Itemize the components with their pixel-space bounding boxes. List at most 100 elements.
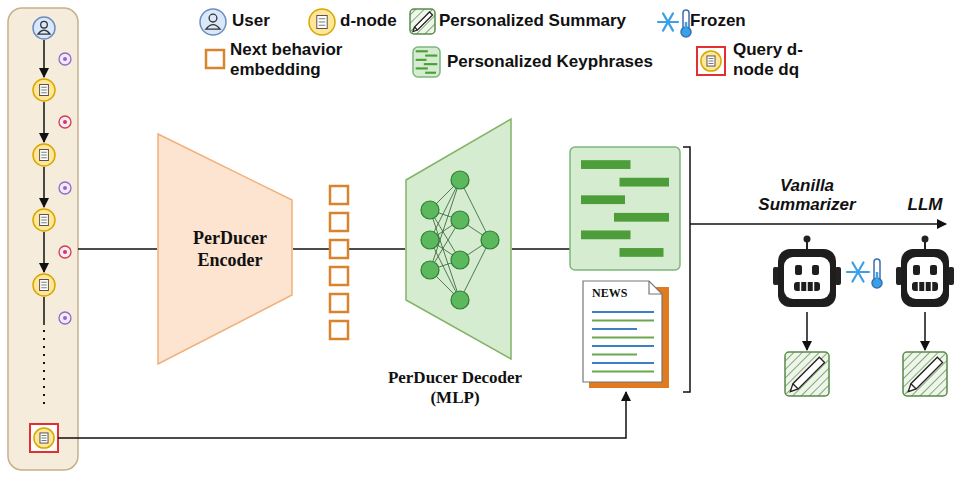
d-node-doc-line <box>41 87 47 88</box>
bracket-output-line <box>690 223 946 225</box>
d-node-icon <box>33 144 55 166</box>
keyphrase-bar <box>425 72 436 74</box>
d-node-doc <box>40 280 49 291</box>
robot-model: LLM <box>895 235 955 311</box>
robot-antenna-tip <box>804 236 811 243</box>
robot-tooth <box>918 282 920 291</box>
d-node-doc-line <box>41 90 47 91</box>
sequence-arrow <box>43 102 45 142</box>
robot-eye <box>795 265 802 275</box>
legend-label: Personalized Keyphrases <box>447 52 687 72</box>
keyphrase-box <box>413 47 440 77</box>
query-line <box>58 392 626 438</box>
sequence-dots <box>43 330 45 405</box>
d-node-doc-line <box>41 440 46 441</box>
user-head <box>41 21 48 28</box>
robot-tooth <box>924 282 926 291</box>
embedding-icon <box>206 50 224 68</box>
robot-mouth <box>912 282 938 291</box>
d-node-doc <box>40 433 48 443</box>
keyphrase-bar <box>416 59 427 61</box>
pencil <box>908 357 942 391</box>
robot-tooth <box>806 282 808 291</box>
legend-label: Query d-node dq <box>733 40 833 81</box>
document-text-line <box>592 354 637 356</box>
thermometer-level <box>876 272 879 283</box>
d-node-doc-line <box>41 435 46 436</box>
robot-tooth <box>813 282 815 291</box>
mlp-neuron <box>451 171 469 189</box>
embedding-square <box>330 186 348 204</box>
encoder-trapezoid: PerDucer Encoder <box>157 133 293 365</box>
robot-eye <box>812 265 819 275</box>
node-shape <box>772 235 842 311</box>
d-node-doc-line <box>319 22 326 23</box>
robot-head <box>901 249 949 307</box>
robot-tooth <box>931 282 933 291</box>
decoder-trapezoid: PerDucer Decoder (MLP) <box>405 118 512 360</box>
d-node-doc-line <box>41 222 47 223</box>
document-text-line <box>592 345 654 347</box>
node-shape <box>405 118 512 360</box>
d-node-doc-line <box>41 92 47 93</box>
d-node-doc-line <box>41 155 47 156</box>
module-label: PerDucer Encoder <box>175 227 285 272</box>
d-node-doc <box>40 150 49 161</box>
thermometer-level <box>685 22 688 32</box>
user-icon <box>200 9 226 35</box>
d-node-doc-line <box>41 282 47 283</box>
model-label: PerDucer Decoder (MLP) <box>367 368 543 409</box>
keyphrase-bar <box>424 63 438 65</box>
d-node-doc-line <box>708 63 713 64</box>
legend-label: Personalized Summary <box>439 11 654 31</box>
behavior-icon <box>59 246 71 258</box>
embedding-square <box>330 294 348 312</box>
user-body <box>206 25 220 30</box>
keyphrase-bar <box>620 248 664 257</box>
d-node-doc-line <box>41 285 47 286</box>
keyphrase-bar <box>620 178 670 187</box>
node-shape <box>157 133 293 365</box>
document-text-line <box>592 371 654 373</box>
keyphrase-bar <box>581 160 631 169</box>
d-node-doc-line <box>41 220 47 221</box>
d-node-doc-line <box>41 152 47 153</box>
mlp-neuron <box>481 231 499 249</box>
snowflake-arm <box>853 262 864 281</box>
document-text-line <box>592 311 654 313</box>
behavior-icon-dot <box>63 186 67 190</box>
summary-icon <box>785 352 829 396</box>
embedding-square <box>330 267 348 285</box>
d-node-doc-line <box>41 287 47 288</box>
keyphrases <box>570 147 680 270</box>
behavior-icon <box>59 53 71 65</box>
snowflake-arm <box>663 13 673 30</box>
mlp-neuron <box>421 231 439 249</box>
behavior-icon <box>59 116 71 128</box>
behavior-icon-dot <box>63 250 67 254</box>
d-node-icon <box>33 209 55 231</box>
d-node-doc-line <box>41 438 46 439</box>
sequence-line <box>43 297 45 325</box>
d-node-doc-line <box>319 18 326 19</box>
robot-antenna-tip <box>922 236 929 243</box>
model-label: Vanilla Summarizer <box>747 176 867 215</box>
mlp-neuron <box>421 201 439 219</box>
d-node-doc <box>317 16 327 29</box>
document-text-line <box>592 337 654 339</box>
d-node-doc-line <box>41 157 47 158</box>
summary-icon <box>903 352 947 396</box>
robot-head <box>778 249 836 307</box>
d-node-icon <box>33 79 55 101</box>
keyphrase-box <box>570 147 680 270</box>
pencil-tip <box>415 27 418 30</box>
summary-icon <box>410 9 435 34</box>
document-title: NEWS <box>592 286 660 300</box>
embedding-square <box>330 240 348 258</box>
user-body <box>38 30 50 34</box>
mlp-link <box>460 180 490 240</box>
d-node-icon <box>34 428 54 448</box>
summary-arrow <box>924 312 926 350</box>
pencil-tip <box>911 384 916 389</box>
